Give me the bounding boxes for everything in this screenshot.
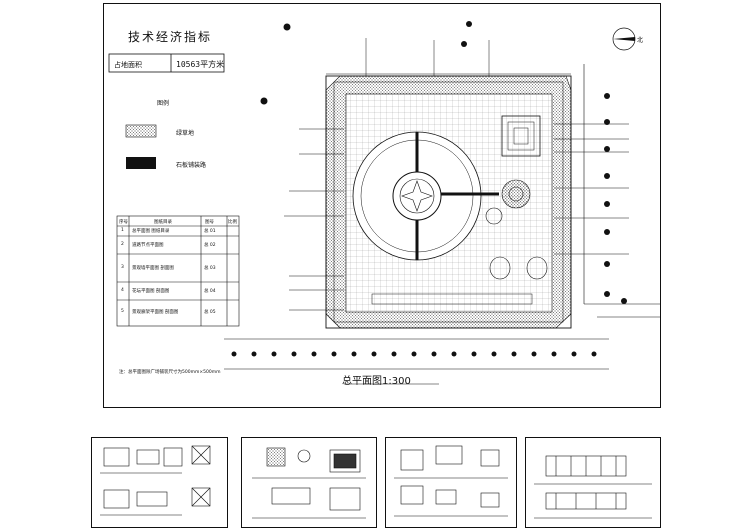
- site-area-value: 10563平方米: [176, 60, 225, 69]
- index-row-5-code: 总 05: [204, 310, 216, 315]
- legend-swatch-paving: [126, 157, 156, 169]
- plan-note: 注：总平面图除广场铺装尺寸为500mm×500mm: [119, 370, 221, 375]
- detail-sheet-1[interactable]: [91, 437, 228, 528]
- north-arrow: [612, 27, 636, 51]
- legend-swatch-grass: [125, 124, 157, 138]
- north-label: 北: [637, 37, 644, 44]
- leader-lines: [284, 38, 629, 311]
- index-header-code: 图号: [205, 220, 214, 225]
- index-row-3-content: 景观墙平面图 剖面图: [132, 266, 174, 271]
- right-features: [371, 115, 548, 305]
- legend-label-paving: 石板铺装路: [176, 162, 207, 169]
- detail-sheet-2[interactable]: [241, 437, 377, 528]
- index-row-4-content: 花坛平面图 剖面图: [132, 289, 170, 294]
- main-drawing-sheet: 技术经济指标 占地面积 10563平方米 图例 绿草地 石板铺装路 序号 图纸目…: [103, 3, 661, 408]
- index-row-4-code: 总 04: [204, 289, 216, 294]
- index-row-5-no: 5: [121, 309, 124, 314]
- site-area-box: [108, 53, 225, 73]
- detail-sheet-4[interactable]: [525, 437, 661, 528]
- main-plan-title: 总平面图1:300: [342, 376, 411, 387]
- detail-sheet-3[interactable]: [385, 437, 517, 528]
- legend-title: 图例: [157, 100, 170, 107]
- detail-sheet-3-drawing: [394, 445, 508, 517]
- index-row-4-no: 4: [121, 288, 124, 293]
- index-row-1-code: 总 01: [204, 229, 216, 234]
- detail-sheet-2-drawing: [252, 447, 366, 519]
- trees: [231, 21, 627, 357]
- index-row-2-code: 总 02: [204, 243, 216, 248]
- legend-label-grass: 绿草地: [176, 130, 195, 137]
- index-row-1-no: 1: [121, 228, 124, 233]
- drawing-index-table: [116, 215, 240, 327]
- index-header-content: 图纸目录: [154, 220, 172, 225]
- index-header-no: 序号: [119, 220, 128, 225]
- tech-index-title: 技术经济指标: [128, 30, 213, 44]
- index-row-3-code: 总 03: [204, 266, 216, 271]
- detail-sheet-4-drawing: [534, 455, 652, 519]
- index-row-2-no: 2: [121, 242, 124, 247]
- index-row-3-no: 3: [121, 265, 124, 270]
- index-row-2-content: 道路节点平面图: [132, 243, 164, 248]
- site-plan-drawing: [108, 21, 660, 385]
- detail-sheet-1-drawing: [100, 445, 211, 516]
- site-area-label: 占地面积: [114, 61, 142, 69]
- central-plaza: [352, 131, 499, 261]
- road-lines: [224, 64, 660, 385]
- index-header-scale: 比例: [228, 220, 237, 225]
- index-row-1-content: 总平面图 图纸目录: [132, 229, 170, 234]
- index-row-5-content: 景观廊架平面图 剖面图: [132, 310, 179, 315]
